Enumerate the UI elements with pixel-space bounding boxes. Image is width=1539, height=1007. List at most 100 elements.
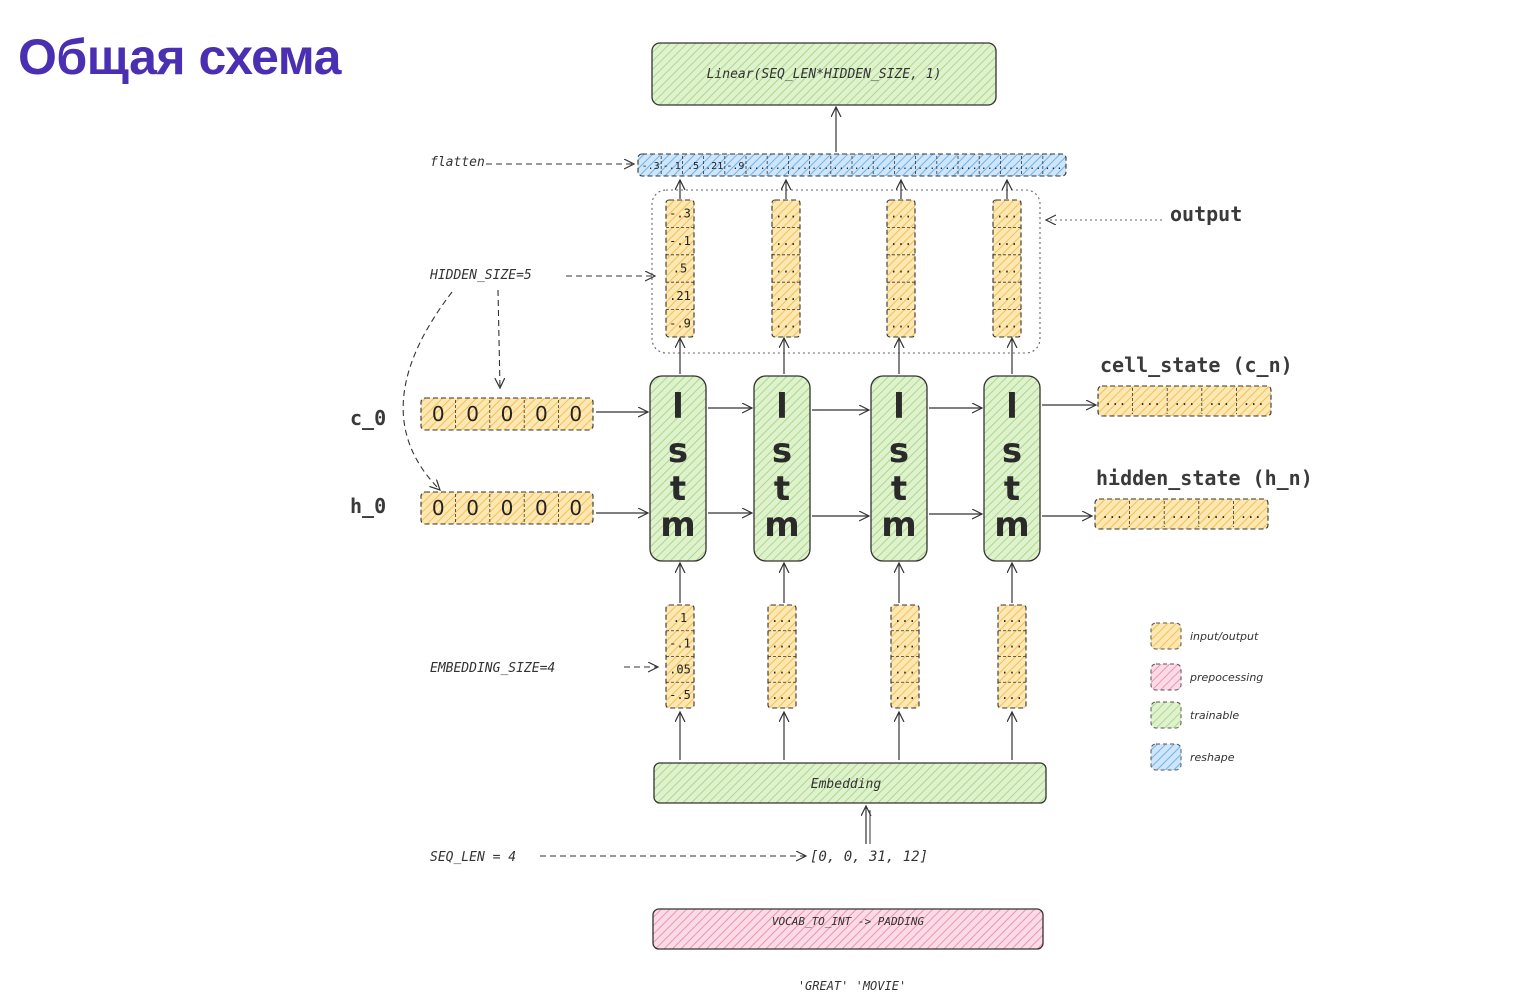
cn-value: ... <box>1104 394 1126 408</box>
output-value: ... <box>775 262 797 276</box>
output-value: -.1 <box>669 234 691 248</box>
embedding-value: ... <box>1001 662 1023 676</box>
lstm-letter: l <box>893 387 905 427</box>
legend-label: input/output <box>1190 630 1259 643</box>
output-value: ... <box>890 289 912 303</box>
linear-layer-box <box>651 42 997 106</box>
embedding-value: ... <box>894 611 916 625</box>
flow-arrows <box>596 338 1096 760</box>
embedding-value: ... <box>894 662 916 676</box>
output-value: ... <box>775 207 797 221</box>
lstm-letter: t <box>1004 469 1020 509</box>
cn-value: ... <box>1243 394 1265 408</box>
output-columns: -.3-.1.5.21-.9..........................… <box>665 180 1022 338</box>
input-words: 'GREAT' 'MOVIE' <box>798 979 906 993</box>
lstm-letter: m <box>994 505 1029 545</box>
legend-swatch <box>1150 663 1182 691</box>
legend-label: reshape <box>1190 751 1235 764</box>
embedding-value: ... <box>771 611 793 625</box>
h0-value: 0 <box>432 496 445 520</box>
flatten-cell: ... <box>769 161 787 172</box>
hidden-size-to-h0-arrow <box>402 291 453 490</box>
c0-label: c_0 <box>350 406 386 430</box>
output-column <box>992 199 1022 338</box>
cn-vector-box <box>1097 385 1272 417</box>
preprocess-label: VOCAB_TO_INT -> PADDING <box>772 915 925 928</box>
output-value: ... <box>996 207 1018 221</box>
cn-value: ... <box>1174 394 1196 408</box>
flatten-cell: ... <box>1044 161 1062 172</box>
c0-value: 0 <box>466 402 479 426</box>
hidden-state-label: hidden_state (h_n) <box>1096 466 1313 490</box>
embedding-value: ... <box>894 688 916 702</box>
lstm-cell-box <box>983 375 1041 562</box>
c0-value: 0 <box>432 402 445 426</box>
embedding-value: -.1 <box>669 637 691 651</box>
output-value: ... <box>890 316 912 330</box>
c0-value: 0 <box>535 402 548 426</box>
lstm-letter: t <box>774 469 790 509</box>
legend-label: prepocessing <box>1189 671 1263 684</box>
c0-vector-box <box>420 397 594 431</box>
legend-swatch <box>1150 701 1182 729</box>
output-value: ... <box>890 207 912 221</box>
embedding-value: .1 <box>673 611 687 625</box>
legend-item: reshape <box>1150 743 1235 771</box>
output-value: ... <box>775 316 797 330</box>
hn-value: ... <box>1101 507 1123 521</box>
lstm-letter: s <box>889 431 909 471</box>
embedding-value: ... <box>1001 611 1023 625</box>
flatten-cell: ... <box>981 161 999 172</box>
h0-label: h_0 <box>350 494 386 518</box>
output-value: .5 <box>673 262 687 276</box>
flatten-cell: ... <box>917 161 935 172</box>
output-column <box>771 199 801 338</box>
embedding-layer-box <box>653 762 1047 804</box>
c0-value: 0 <box>569 402 582 426</box>
legend-swatch <box>1150 622 1182 650</box>
flatten-cell: ... <box>875 161 893 172</box>
flatten-vector <box>637 153 1067 177</box>
flatten-cell: ... <box>790 161 808 172</box>
h0-value: 0 <box>535 496 548 520</box>
legend-item: prepocessing <box>1150 663 1263 691</box>
lstm-letter: t <box>670 469 686 509</box>
output-value: ... <box>996 262 1018 276</box>
h0-value: 0 <box>569 496 582 520</box>
flatten-cell: ... <box>938 161 956 172</box>
embedding-value: ... <box>1001 637 1023 651</box>
legend-label: trainable <box>1190 709 1239 722</box>
flatten-cell: -.3 <box>642 161 660 172</box>
flatten-cell: .5 <box>687 161 699 172</box>
flatten-cell: ... <box>748 161 766 172</box>
output-value: ... <box>996 234 1018 248</box>
flatten-cell: ... <box>960 161 978 172</box>
lstm-letter: m <box>881 505 916 545</box>
hn-value: ... <box>1240 507 1262 521</box>
hidden-size-to-c0-arrow <box>498 289 500 388</box>
flatten-cell: .21 <box>705 161 723 172</box>
output-value: -.3 <box>669 207 691 221</box>
preprocess-box <box>652 908 1044 950</box>
lstm-letter: s <box>1002 431 1022 471</box>
linear-layer-label: Linear(SEQ_LEN*HIDDEN_SIZE, 1) <box>707 67 942 82</box>
cn-value: ... <box>1208 394 1230 408</box>
embedding-value: ... <box>894 637 916 651</box>
flatten-cells: -.3-.1.5.21-.9..........................… <box>642 156 1062 174</box>
lstm-letter: l <box>776 387 788 427</box>
lstm-letter: t <box>891 469 907 509</box>
legend-item: trainable <box>1150 701 1239 729</box>
embedding-layer-label: Embedding <box>811 777 882 792</box>
page-title: Общая схема <box>18 29 341 85</box>
flatten-cell: ... <box>854 161 872 172</box>
output-value: ... <box>890 262 912 276</box>
hn-value: ... <box>1136 507 1158 521</box>
embedding-size-label: EMBEDDING_SIZE=4 <box>430 661 555 676</box>
